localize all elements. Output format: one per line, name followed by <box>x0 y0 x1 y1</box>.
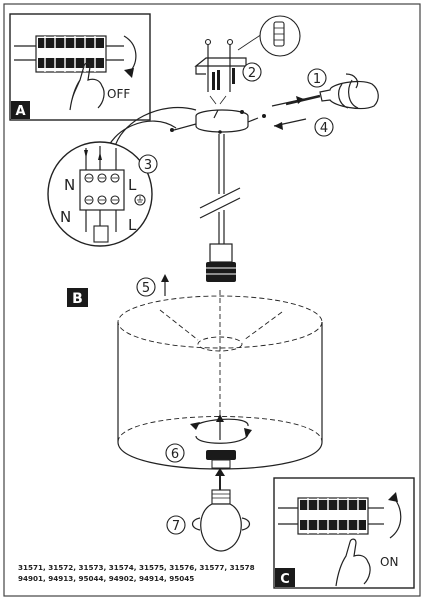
terminal-n-bottom: N <box>60 208 71 226</box>
terminal-zoom <box>47 141 153 247</box>
suspension-cord <box>199 134 241 244</box>
step-4-circle <box>314 117 334 137</box>
step-2-label: 2 <box>248 66 256 81</box>
step-5-circle <box>136 277 156 297</box>
step-3-circle <box>138 154 158 174</box>
panel-a: OFF A <box>9 13 151 121</box>
terminal-l-bottom: L <box>128 216 137 234</box>
twist-arrow-icon <box>190 414 252 444</box>
page-frame <box>3 3 421 597</box>
step-6-label: 6 <box>171 447 179 462</box>
light-bulb-icon <box>191 489 251 552</box>
panel-a-terminal-block <box>14 35 124 73</box>
panel-b-letter: B <box>72 291 83 307</box>
panel-a-frame <box>9 13 151 121</box>
drum-shade <box>117 290 323 470</box>
step-1-circle <box>307 68 327 88</box>
step-7-label: 7 <box>172 519 180 534</box>
lamp-holder <box>206 243 236 282</box>
panel-a-letter: A <box>15 104 25 119</box>
step-4-label: 4 <box>320 121 328 136</box>
panel-c-terminal-block <box>278 497 384 535</box>
panel-c-badge <box>275 568 295 587</box>
step-1-label: 1 <box>313 72 321 87</box>
step-2-circle <box>242 62 262 82</box>
terminal-l-top: L <box>128 176 137 194</box>
panel-c: ON C <box>273 477 415 589</box>
on-label: ON <box>380 555 398 569</box>
step-5-label: 5 <box>142 281 150 296</box>
mounting-bracket <box>194 38 247 105</box>
panel-c-letter: C <box>280 572 290 587</box>
step-3-label: 3 <box>144 158 152 173</box>
step-6-circle <box>165 443 185 463</box>
terminal-n-top: N <box>64 176 75 194</box>
anchor-zoom <box>237 15 301 57</box>
off-label: OFF <box>107 87 130 101</box>
model-numbers-line-1: 31571, 31572, 31573, 31574, 31575, 31576… <box>18 563 255 572</box>
panel-b-badge <box>67 288 88 307</box>
hand-icon-c <box>335 538 371 587</box>
bulb-socket <box>206 450 236 469</box>
model-numbers-line-2: 94901, 94913, 95044, 94902, 94914, 95045 <box>18 574 194 583</box>
hand-icon <box>69 62 105 111</box>
ceiling-canopy <box>170 109 266 134</box>
screwdriver-icon <box>285 73 379 110</box>
panel-a-badge <box>11 101 30 119</box>
step-7-circle <box>166 515 186 535</box>
